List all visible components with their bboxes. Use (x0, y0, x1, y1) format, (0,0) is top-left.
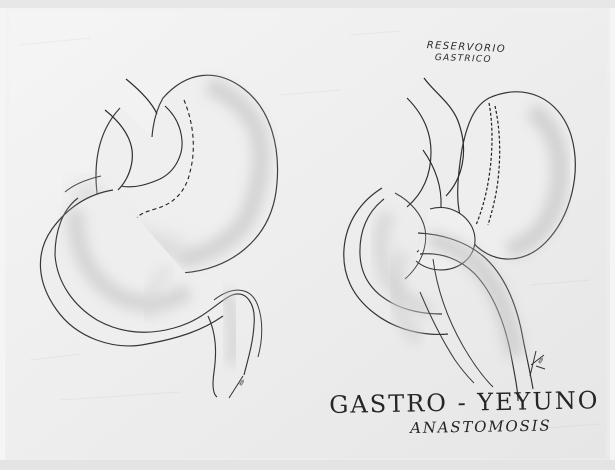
anastomosis-label: ANASTOMOSIS (410, 417, 552, 437)
reservoir-label-line-2: GASTRICO (435, 53, 492, 65)
gastro-yeyuno-label: GASTRO - YEYUNO (329, 386, 600, 419)
